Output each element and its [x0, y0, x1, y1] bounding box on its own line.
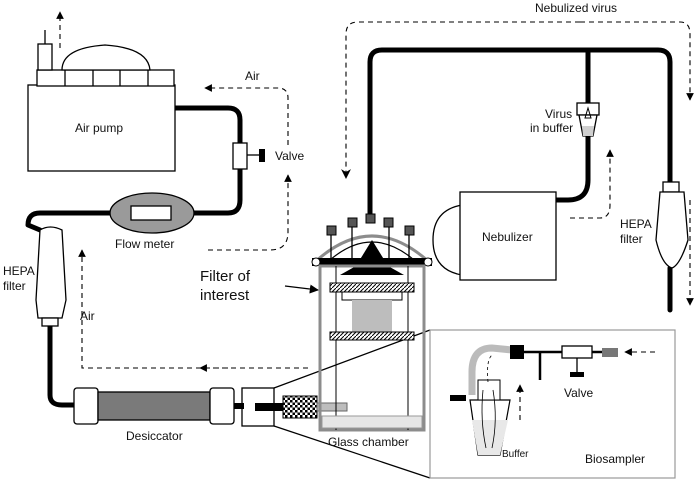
hepa-right-label-1: HEPA — [620, 217, 652, 231]
virus-label-2: in buffer — [530, 121, 573, 135]
flow-meter-label: Flow meter — [115, 237, 174, 251]
filter-of-interest-arrow — [284, 284, 319, 294]
air-label-top: Air — [245, 69, 260, 83]
vial-airflow-arrow — [570, 149, 614, 219]
desiccator — [73, 387, 244, 425]
nebulized-virus-label: Nebulized virus — [535, 1, 617, 15]
air-pump-label: Air pump — [75, 121, 123, 135]
air-pump — [27, 11, 176, 172]
chamber-outlet — [255, 395, 348, 419]
valve-left — [232, 142, 265, 170]
filter-of-interest-label-1: Filter of — [200, 268, 251, 285]
nebulizer — [432, 191, 557, 281]
airflow-arrow-left — [78, 249, 228, 369]
hepa-filter-left — [35, 226, 67, 327]
hepa-left-label-2: filter — [3, 279, 26, 293]
biosampler-label: Biosampler — [585, 452, 645, 466]
nebulized-virus-arrow-left — [341, 21, 580, 179]
desiccator-label: Desiccator — [126, 429, 183, 443]
biosampler-inset — [429, 329, 676, 479]
air-label-left: Air — [80, 309, 95, 323]
flow-meter — [109, 192, 195, 234]
virus-vial — [576, 102, 600, 137]
tubing — [25, 47, 673, 408]
glass-chamber — [311, 213, 433, 432]
airflow-arrow-flowmeter — [208, 174, 292, 251]
hepa-left-label-1: HEPA — [3, 264, 35, 278]
hepa-right-label-2: filter — [620, 232, 643, 246]
glass-chamber-label: Glass chamber — [328, 435, 409, 449]
hepa-filter-right — [655, 181, 689, 269]
nebulized-virus-arrow-right — [580, 21, 694, 101]
valve-left-label: Valve — [275, 149, 304, 163]
airflow-arrow-top — [204, 84, 289, 145]
nebulizer-label: Nebulizer — [482, 230, 533, 244]
virus-label-1: Virus — [545, 107, 572, 121]
buffer-label: Buffer — [502, 449, 529, 460]
filter-of-interest-label-2: interest — [200, 287, 250, 304]
valve-right-label: Valve — [564, 386, 593, 400]
